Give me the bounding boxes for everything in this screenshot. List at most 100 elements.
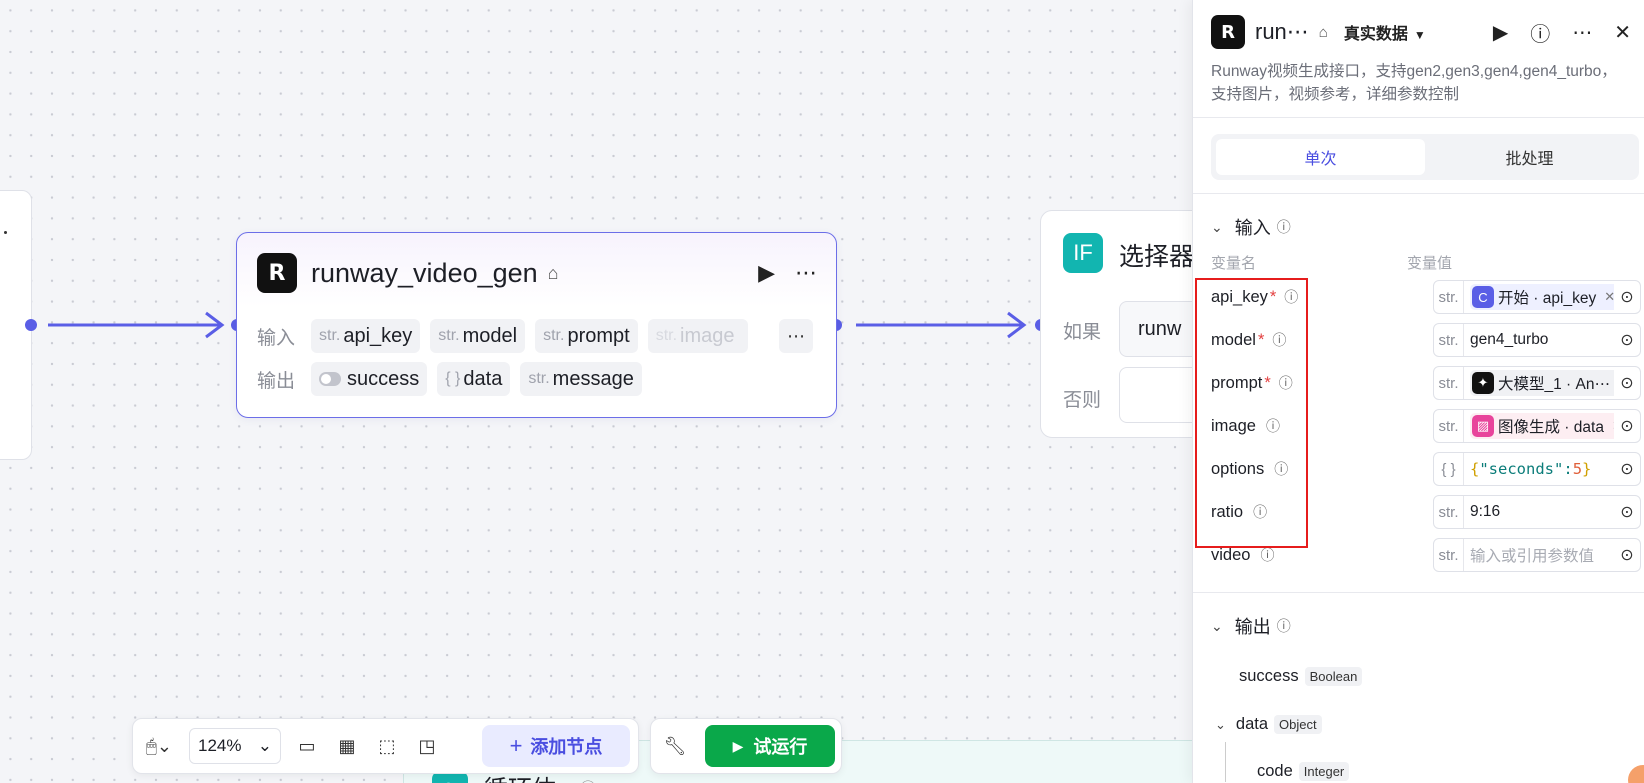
- info-icon: ⓘ: [1272, 332, 1287, 348]
- reference-chip[interactable]: ✦大模型_1 · An⋯✕: [1470, 370, 1614, 396]
- info-icon: ⓘ: [1265, 418, 1280, 434]
- remove-icon[interactable]: ✕: [1612, 418, 1614, 434]
- input-tag: str.api_key: [311, 319, 421, 353]
- divider: [1193, 592, 1644, 593]
- divider: [1193, 193, 1644, 194]
- toggle-icon: [319, 372, 341, 386]
- runway-video-gen-node[interactable]: R runway_video_gen ⌂ ▶ ⋯ 输入 str.api_key …: [236, 232, 837, 418]
- loop-icon: ⟳: [432, 771, 468, 783]
- more-icon[interactable]: ⋯: [1572, 21, 1593, 44]
- output-port-left[interactable]: [25, 319, 37, 331]
- more-inputs-button[interactable]: ⋯: [779, 319, 813, 353]
- target-icon[interactable]: ⊙: [1620, 461, 1634, 478]
- data-mode-select[interactable]: 真实数据▼: [1343, 26, 1426, 43]
- input-row-model: model*ⓘ str. gen4_turbo ⊙: [1211, 323, 1641, 357]
- close-icon[interactable]: ✕: [1614, 21, 1631, 44]
- else-label: 否则: [1063, 390, 1102, 411]
- plugin-icon: ⌂: [1318, 23, 1328, 41]
- options-value[interactable]: { } {"seconds":5} ⊙: [1433, 452, 1641, 486]
- chevron-down-icon: ⌄: [1215, 716, 1226, 732]
- panel-title: run⋯: [1255, 19, 1309, 44]
- avatar[interactable]: [1628, 765, 1644, 783]
- target-icon[interactable]: ⊙: [1620, 289, 1634, 306]
- plugin-icon: ⌂: [547, 262, 559, 283]
- model-value[interactable]: str. gen4_turbo ⊙: [1433, 323, 1641, 357]
- input-section-header[interactable]: ⌄ 输入 ⓘ: [1211, 218, 1291, 238]
- image-export-icon[interactable]: ⬚: [378, 735, 396, 756]
- image-value[interactable]: str. ▨图像生成 · data✕ ⊙: [1433, 409, 1641, 443]
- col-header-value: 变量值: [1407, 255, 1453, 272]
- canvas-toolbar: 🖱︎⌄ 124%⌄ ▭ ▦ ⬚ ◳ +添加节点: [132, 718, 639, 774]
- input-tag: str.prompt: [535, 319, 638, 353]
- start-node-icon: C: [1472, 286, 1494, 308]
- info-icon: ⓘ: [1284, 289, 1299, 305]
- wrench-icon[interactable]: 🔧︎: [663, 735, 687, 756]
- video-value[interactable]: str. 输入或引用参数值 ⊙: [1433, 538, 1641, 572]
- target-icon[interactable]: ⊙: [1620, 332, 1634, 349]
- output-tag: { }data: [437, 362, 511, 396]
- input-label: 输入: [257, 327, 296, 349]
- minimap-icon[interactable]: ◳: [418, 735, 436, 756]
- output-tag: success: [311, 362, 428, 396]
- input-row-api-key: api_key*ⓘ str. C开始 · api_key✕ ⊙: [1211, 280, 1641, 314]
- test-run-button[interactable]: ▶试运行: [705, 725, 835, 767]
- panel-description: Runway视频生成接口，支持gen2,gen3,gen4,gen4_turbo…: [1211, 63, 1617, 103]
- play-icon: ▶: [732, 737, 744, 754]
- info-icon: ⓘ: [1260, 547, 1275, 563]
- if-label: 如果: [1063, 322, 1102, 343]
- node-detail-panel: R run⋯ ⌂ 真实数据▼ ▶ ⓘ ⋯ ✕ Runway视频生成接口，支持ge…: [1192, 0, 1644, 783]
- runway-logo-icon: R: [1211, 15, 1245, 49]
- highlight-box: [1195, 278, 1308, 548]
- caret-down-icon: ▼: [1413, 28, 1426, 42]
- if-icon: IF: [1063, 233, 1103, 273]
- chevron-down-icon: ⌄: [1211, 617, 1223, 634]
- run-node-icon[interactable]: ▶: [758, 260, 775, 285]
- info-icon: ⓘ: [1274, 461, 1289, 477]
- prompt-value[interactable]: str. ✦大模型_1 · An⋯✕ ⊙: [1433, 366, 1641, 400]
- info-icon: ⓘ: [1276, 219, 1291, 235]
- node-dot: [4, 231, 7, 234]
- zoom-select[interactable]: 124%⌄: [189, 728, 281, 764]
- input-tag: str.image: [647, 319, 748, 353]
- image-gen-node-icon: ▨: [1472, 415, 1494, 437]
- tab-single[interactable]: 单次: [1216, 139, 1425, 175]
- tree-line: [1225, 742, 1226, 782]
- target-icon[interactable]: ⊙: [1620, 504, 1634, 521]
- help-icon[interactable]: ⓘ: [1530, 23, 1551, 46]
- output-tag: str.message: [520, 362, 642, 396]
- layout-icon[interactable]: ▦: [338, 735, 356, 756]
- info-icon: ⓘ: [1253, 504, 1268, 520]
- reference-chip[interactable]: ▨图像生成 · data✕: [1470, 413, 1614, 439]
- chevron-down-icon: ⌄: [257, 736, 272, 755]
- add-node-button[interactable]: +添加节点: [482, 725, 630, 767]
- chevron-down-icon: ⌄: [1211, 218, 1223, 235]
- plus-icon: +: [509, 733, 523, 758]
- info-icon: ⓘ: [1278, 375, 1293, 391]
- run-icon[interactable]: ▶: [1492, 21, 1509, 44]
- output-section-header[interactable]: ⌄ 输出 ⓘ: [1211, 617, 1291, 637]
- run-toolbar: 🔧︎ ▶试运行: [650, 718, 842, 774]
- more-options-icon[interactable]: ⋯: [795, 260, 817, 285]
- api-key-value[interactable]: str. C开始 · api_key✕ ⊙: [1433, 280, 1641, 314]
- comment-icon[interactable]: ▭: [298, 735, 316, 756]
- reference-chip[interactable]: C开始 · api_key✕: [1470, 284, 1614, 310]
- col-header-name: 变量名: [1211, 255, 1257, 272]
- tab-batch[interactable]: 批处理: [1505, 151, 1554, 168]
- ratio-value[interactable]: str. 9:16 ⊙: [1433, 495, 1641, 529]
- target-icon[interactable]: ⊙: [1620, 418, 1634, 435]
- mouse-mode-icon[interactable]: 🖱︎⌄: [146, 735, 172, 756]
- runway-logo-icon: R: [257, 253, 297, 293]
- llm-node-icon: ✦: [1472, 372, 1494, 394]
- target-icon[interactable]: ⊙: [1620, 375, 1634, 392]
- target-icon[interactable]: ⊙: [1620, 547, 1634, 564]
- input-row-prompt: prompt*ⓘ str. ✦大模型_1 · An⋯✕ ⊙: [1211, 366, 1641, 400]
- selector-title: 选择器: [1119, 243, 1195, 271]
- remove-icon[interactable]: ✕: [1604, 289, 1614, 305]
